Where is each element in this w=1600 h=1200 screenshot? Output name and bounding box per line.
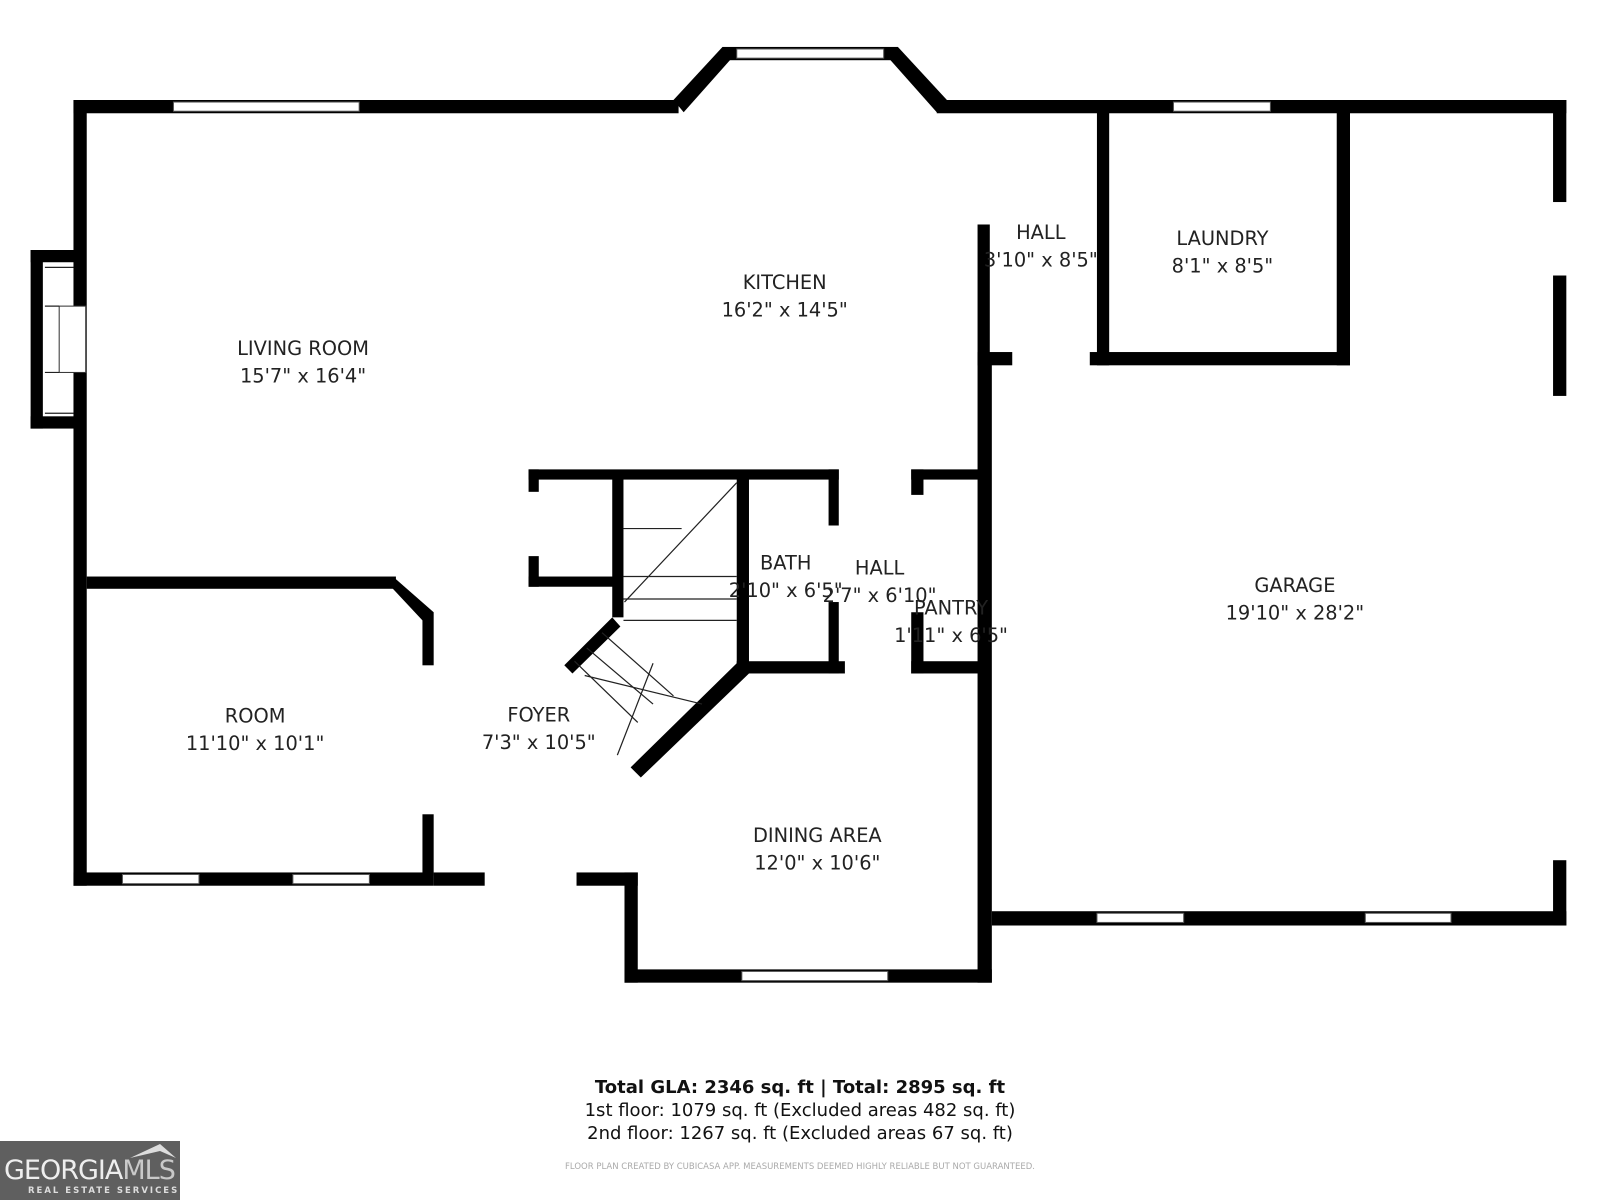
room-dims: 15'7" x 16'4" bbox=[240, 365, 366, 388]
room-labels: LIVING ROOM 15'7" x 16'4" KITCHEN 16'2" … bbox=[186, 221, 1364, 875]
windows bbox=[44, 48, 1452, 982]
total-area: Total GLA: 2346 sq. ft | Total: 2895 sq.… bbox=[594, 1077, 1006, 1098]
room-name: BATH bbox=[760, 551, 811, 574]
georgia-mls-logo: GEORGIAMLS REAL ESTATE SERVICES bbox=[0, 1141, 180, 1200]
roof-icon bbox=[130, 1144, 176, 1158]
room-name: FOYER bbox=[507, 703, 570, 726]
first-floor-area: 1st floor: 1079 sq. ft (Excluded areas 4… bbox=[584, 1100, 1016, 1121]
room-name: LIVING ROOM bbox=[237, 337, 369, 360]
room-dims: 7'3" x 10'5" bbox=[482, 731, 596, 754]
room-dims: 2'7" x 6'10" bbox=[823, 584, 937, 607]
room-dims: 8'1" x 8'5" bbox=[1172, 254, 1274, 277]
room-name: HALL bbox=[855, 556, 905, 579]
room-name: GARAGE bbox=[1254, 574, 1335, 597]
disclaimer: FLOOR PLAN CREATED BY CUBICASA APP. MEAS… bbox=[565, 1162, 1035, 1172]
room-dims: 19'10" x 28'2" bbox=[1226, 601, 1365, 624]
logo-tagline: REAL ESTATE SERVICES bbox=[28, 1186, 180, 1196]
stairs bbox=[574, 482, 738, 756]
room-name: ROOM bbox=[225, 704, 286, 727]
room-dims: 11'10" x 10'1" bbox=[186, 732, 325, 755]
logo-name: GEORGIAMLS bbox=[4, 1155, 176, 1186]
room-name: DINING AREA bbox=[753, 824, 882, 847]
room-dims: 12'0" x 10'6" bbox=[754, 851, 880, 874]
room-dims: 2'10" x 6'5" bbox=[729, 579, 843, 602]
room-dims: 16'2" x 14'5" bbox=[722, 298, 848, 321]
room-dims: 1'11" x 6'5" bbox=[894, 624, 1008, 647]
room-dims: 3'10" x 8'5" bbox=[984, 248, 1098, 271]
room-name: LAUNDRY bbox=[1176, 227, 1268, 250]
second-floor-area: 2nd floor: 1267 sq. ft (Excluded areas 6… bbox=[587, 1123, 1013, 1144]
room-name: KITCHEN bbox=[743, 271, 827, 294]
room-name: HALL bbox=[1016, 221, 1066, 244]
room-name: PANTRY bbox=[914, 596, 988, 619]
